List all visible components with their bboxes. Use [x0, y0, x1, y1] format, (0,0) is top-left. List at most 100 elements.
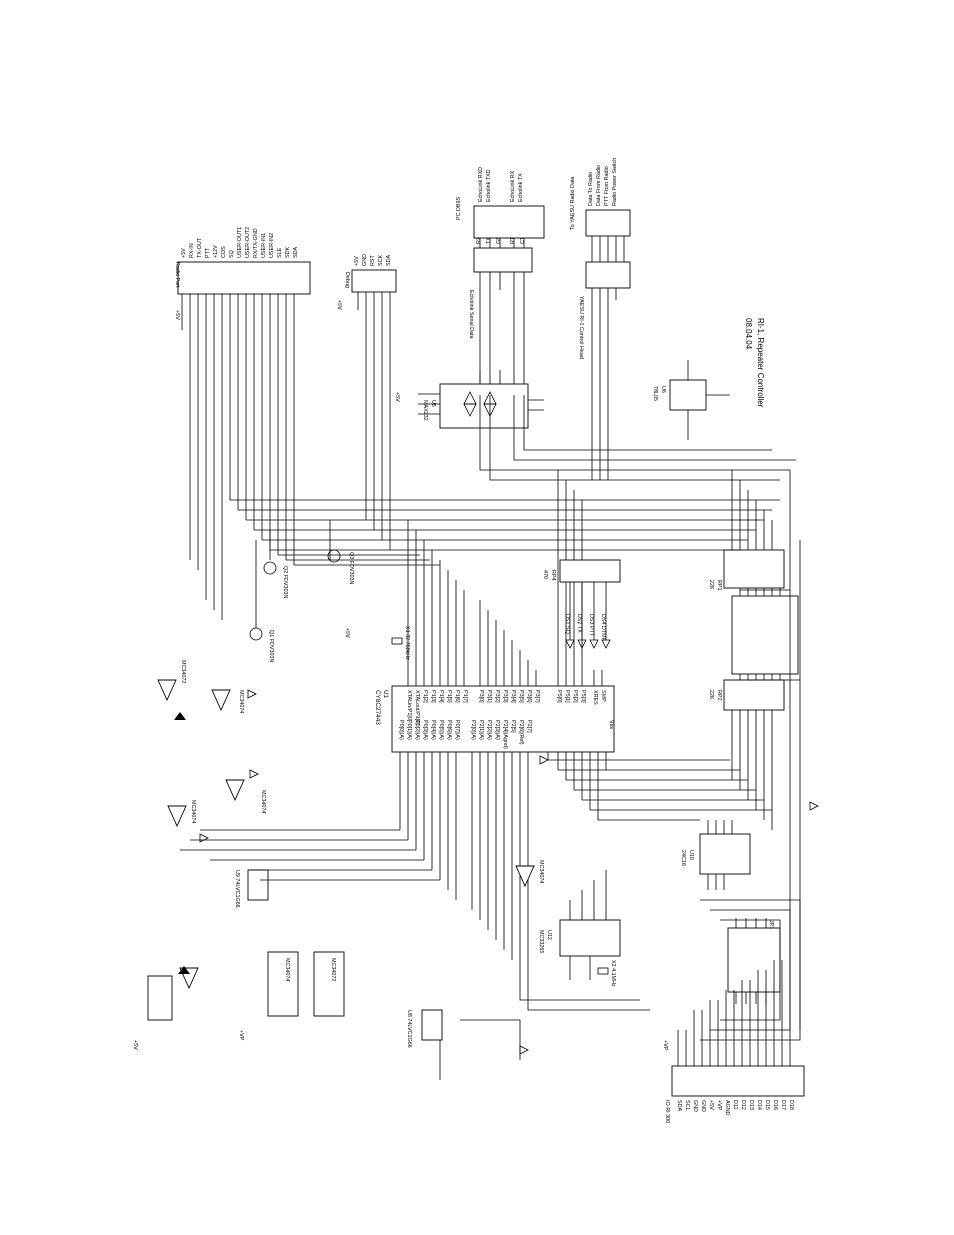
max232-u5: U5 MAX232 — [418, 370, 544, 429]
pin-label: SCK — [378, 255, 384, 266]
radio-port-title: Radio Port — [174, 262, 180, 288]
power-label: +VP — [662, 1040, 668, 1051]
pin-label: D18 — [788, 1100, 794, 1110]
u1-ref: U1 — [382, 690, 389, 699]
power-label: +5V — [344, 628, 350, 638]
switch-label: U8 74LVC1G66 — [406, 1010, 412, 1048]
pin-label: +5V — [708, 1100, 714, 1110]
pc-db9-connector: PC DB9S EchoLink RXD Echolink TXD EchoLi… — [456, 167, 545, 248]
control-head-title: YAESU RI-1 Control Head — [578, 296, 584, 359]
u1-pin: P0[7](A) — [454, 720, 460, 740]
pin-label: RTS — [510, 233, 516, 244]
u1-pin: P2[4](Agnd) — [502, 720, 508, 749]
pin-label: D17 — [780, 1100, 786, 1110]
pin-label: USER-IN2 — [269, 233, 275, 258]
rp-value: 22K — [708, 580, 714, 590]
pin-label: D12 — [740, 1100, 746, 1110]
u6-ref: U6 — [660, 386, 666, 393]
debug-connector: Debug +5V GND RST SCK SDA — [344, 254, 397, 550]
pin-note: Data To Radio — [588, 172, 594, 206]
analog-switches: U9 74LVC1G66 U8 74LVC1G66 — [234, 869, 443, 1048]
u1-pin: XRES — [592, 690, 598, 705]
opamp-label: MC34074 — [190, 800, 196, 823]
u1-pin: P2[0](A) — [470, 720, 476, 740]
u1-pin: P5[3] — [580, 690, 586, 703]
pin-label: RX-IN — [189, 243, 195, 258]
opamp-label: MC34072 — [180, 660, 186, 683]
rp-ref: RP2 — [716, 690, 722, 701]
crystals: X1 32.768kHz X2 4.1MHz — [391, 626, 616, 987]
u1-pin: P5[2] — [572, 690, 578, 703]
u1-pin: P0[1](A) — [406, 720, 412, 740]
pc-db9-title: PC DB9S — [456, 197, 462, 220]
u1-pin: P2[7] — [526, 720, 532, 733]
pc-note: EchoLink RX — [510, 170, 516, 202]
u1-pin: P3[6] — [526, 690, 532, 703]
eeprom-u10: U10 24C16 — [680, 820, 751, 890]
pin-label: PTT — [205, 247, 211, 258]
control-head-sub: To YAESU Radio Data — [570, 177, 576, 230]
u1-pin: XTALout/P1[1] — [414, 690, 420, 725]
u1-pin: P0[0](A) — [398, 720, 404, 740]
pin-label: USER-OUT2 — [245, 227, 251, 258]
control-head-connector: YAESU RI-1 Control Head To YAESU Radio D… — [570, 158, 631, 480]
bottom-io-connector: IO RI 300 SDA SCL GND GND +5V +VP AGND D… — [664, 950, 805, 1123]
u1-pin: P0[2](A) — [414, 720, 420, 740]
pin-label: USER-IN1 — [261, 233, 267, 258]
u1-right-pins: XTALin/P1[0] XTALout/P1[1] P1[2] P1[3] P… — [406, 690, 614, 729]
pin-label: TXD — [486, 233, 492, 244]
transistor-label: Q1 FDV303N — [268, 630, 274, 662]
pin-label: +12V — [213, 245, 219, 258]
pc-note: EchoLink RXD — [478, 167, 484, 202]
pin-label: SDA — [676, 1100, 682, 1111]
rp-value: 22K — [708, 690, 714, 700]
u1-pin: P2[3](A) — [494, 720, 500, 740]
power-label: +5V — [336, 300, 342, 310]
power-label: +5V — [174, 310, 180, 320]
led-label: DS3 PTT — [588, 614, 594, 637]
switch-label: U9 74LVC1G66 — [234, 870, 240, 908]
u1-name: CY8C27443 — [374, 690, 381, 725]
u1-pin: P1[4] — [438, 690, 444, 703]
rtc-u12: U12 MC33265 — [538, 870, 621, 980]
pin-label: GND — [700, 1100, 706, 1112]
bottom-port-title: IO RI 300 — [664, 1100, 670, 1123]
u1-pin: P2[6](Ref) — [518, 720, 524, 745]
u1-pin: P0[4](A) — [430, 720, 436, 740]
u1-pin: P3[7] — [534, 690, 540, 703]
u1-pin: XTALin/P1[0] — [406, 690, 412, 722]
power-labels: +5V +5V +5V +5V +VP +VP +5V — [132, 300, 668, 1051]
opamp-label: MC34074 — [238, 690, 244, 713]
u1-pin: P1[6] — [454, 690, 460, 703]
transistors: Q2 FDV303N Q3 FDV303N Q1 FDV303N — [249, 549, 354, 662]
pin-label: SDK — [285, 247, 291, 258]
mcu-u1: U1 CY8C27443 P0[0](A) P0[1](A) P0[2](A) … — [374, 470, 615, 980]
pin-label: COS — [221, 246, 227, 258]
pin-label: SDA — [386, 255, 392, 266]
u1-pin: P1[5] — [446, 690, 452, 703]
led-label: DS4 DTMF — [600, 614, 606, 642]
regulator-u6: U6 78L05 — [652, 360, 730, 440]
pin-note: Radio Power Switch — [612, 158, 618, 206]
u1-pin: P2[1](A) — [478, 720, 484, 740]
pin-label: USER-OUT1 — [237, 227, 243, 258]
status-leds: DS1 SQ DS2 TX DS3 PTT DS4 DTMF — [564, 614, 611, 649]
u1-pin: P5[0] — [556, 690, 562, 703]
u12-ref: U12 — [546, 930, 552, 940]
pin-note: PTT From Radio — [604, 166, 610, 206]
pin-label: RX/TX-GND — [253, 228, 259, 258]
power-label: +5V — [132, 1040, 138, 1050]
pin-label: +5V — [354, 256, 360, 266]
rp-ref: RP4 — [550, 570, 556, 581]
pin-label: AGND — [724, 1100, 730, 1116]
u1-pin: P2[2](A) — [486, 720, 492, 740]
sheet-title: RI-1, Repeater Controller — [756, 318, 765, 408]
u10-ref: U10 — [688, 850, 694, 860]
rp-ref: RP1 — [716, 580, 722, 591]
pc-note: Echolink TX — [518, 173, 524, 202]
u12-name: MC33265 — [538, 930, 544, 953]
u5-ref: U5 — [430, 400, 436, 407]
u1-pin: P1[7] — [462, 690, 468, 703]
io-expander-block — [731, 588, 799, 680]
